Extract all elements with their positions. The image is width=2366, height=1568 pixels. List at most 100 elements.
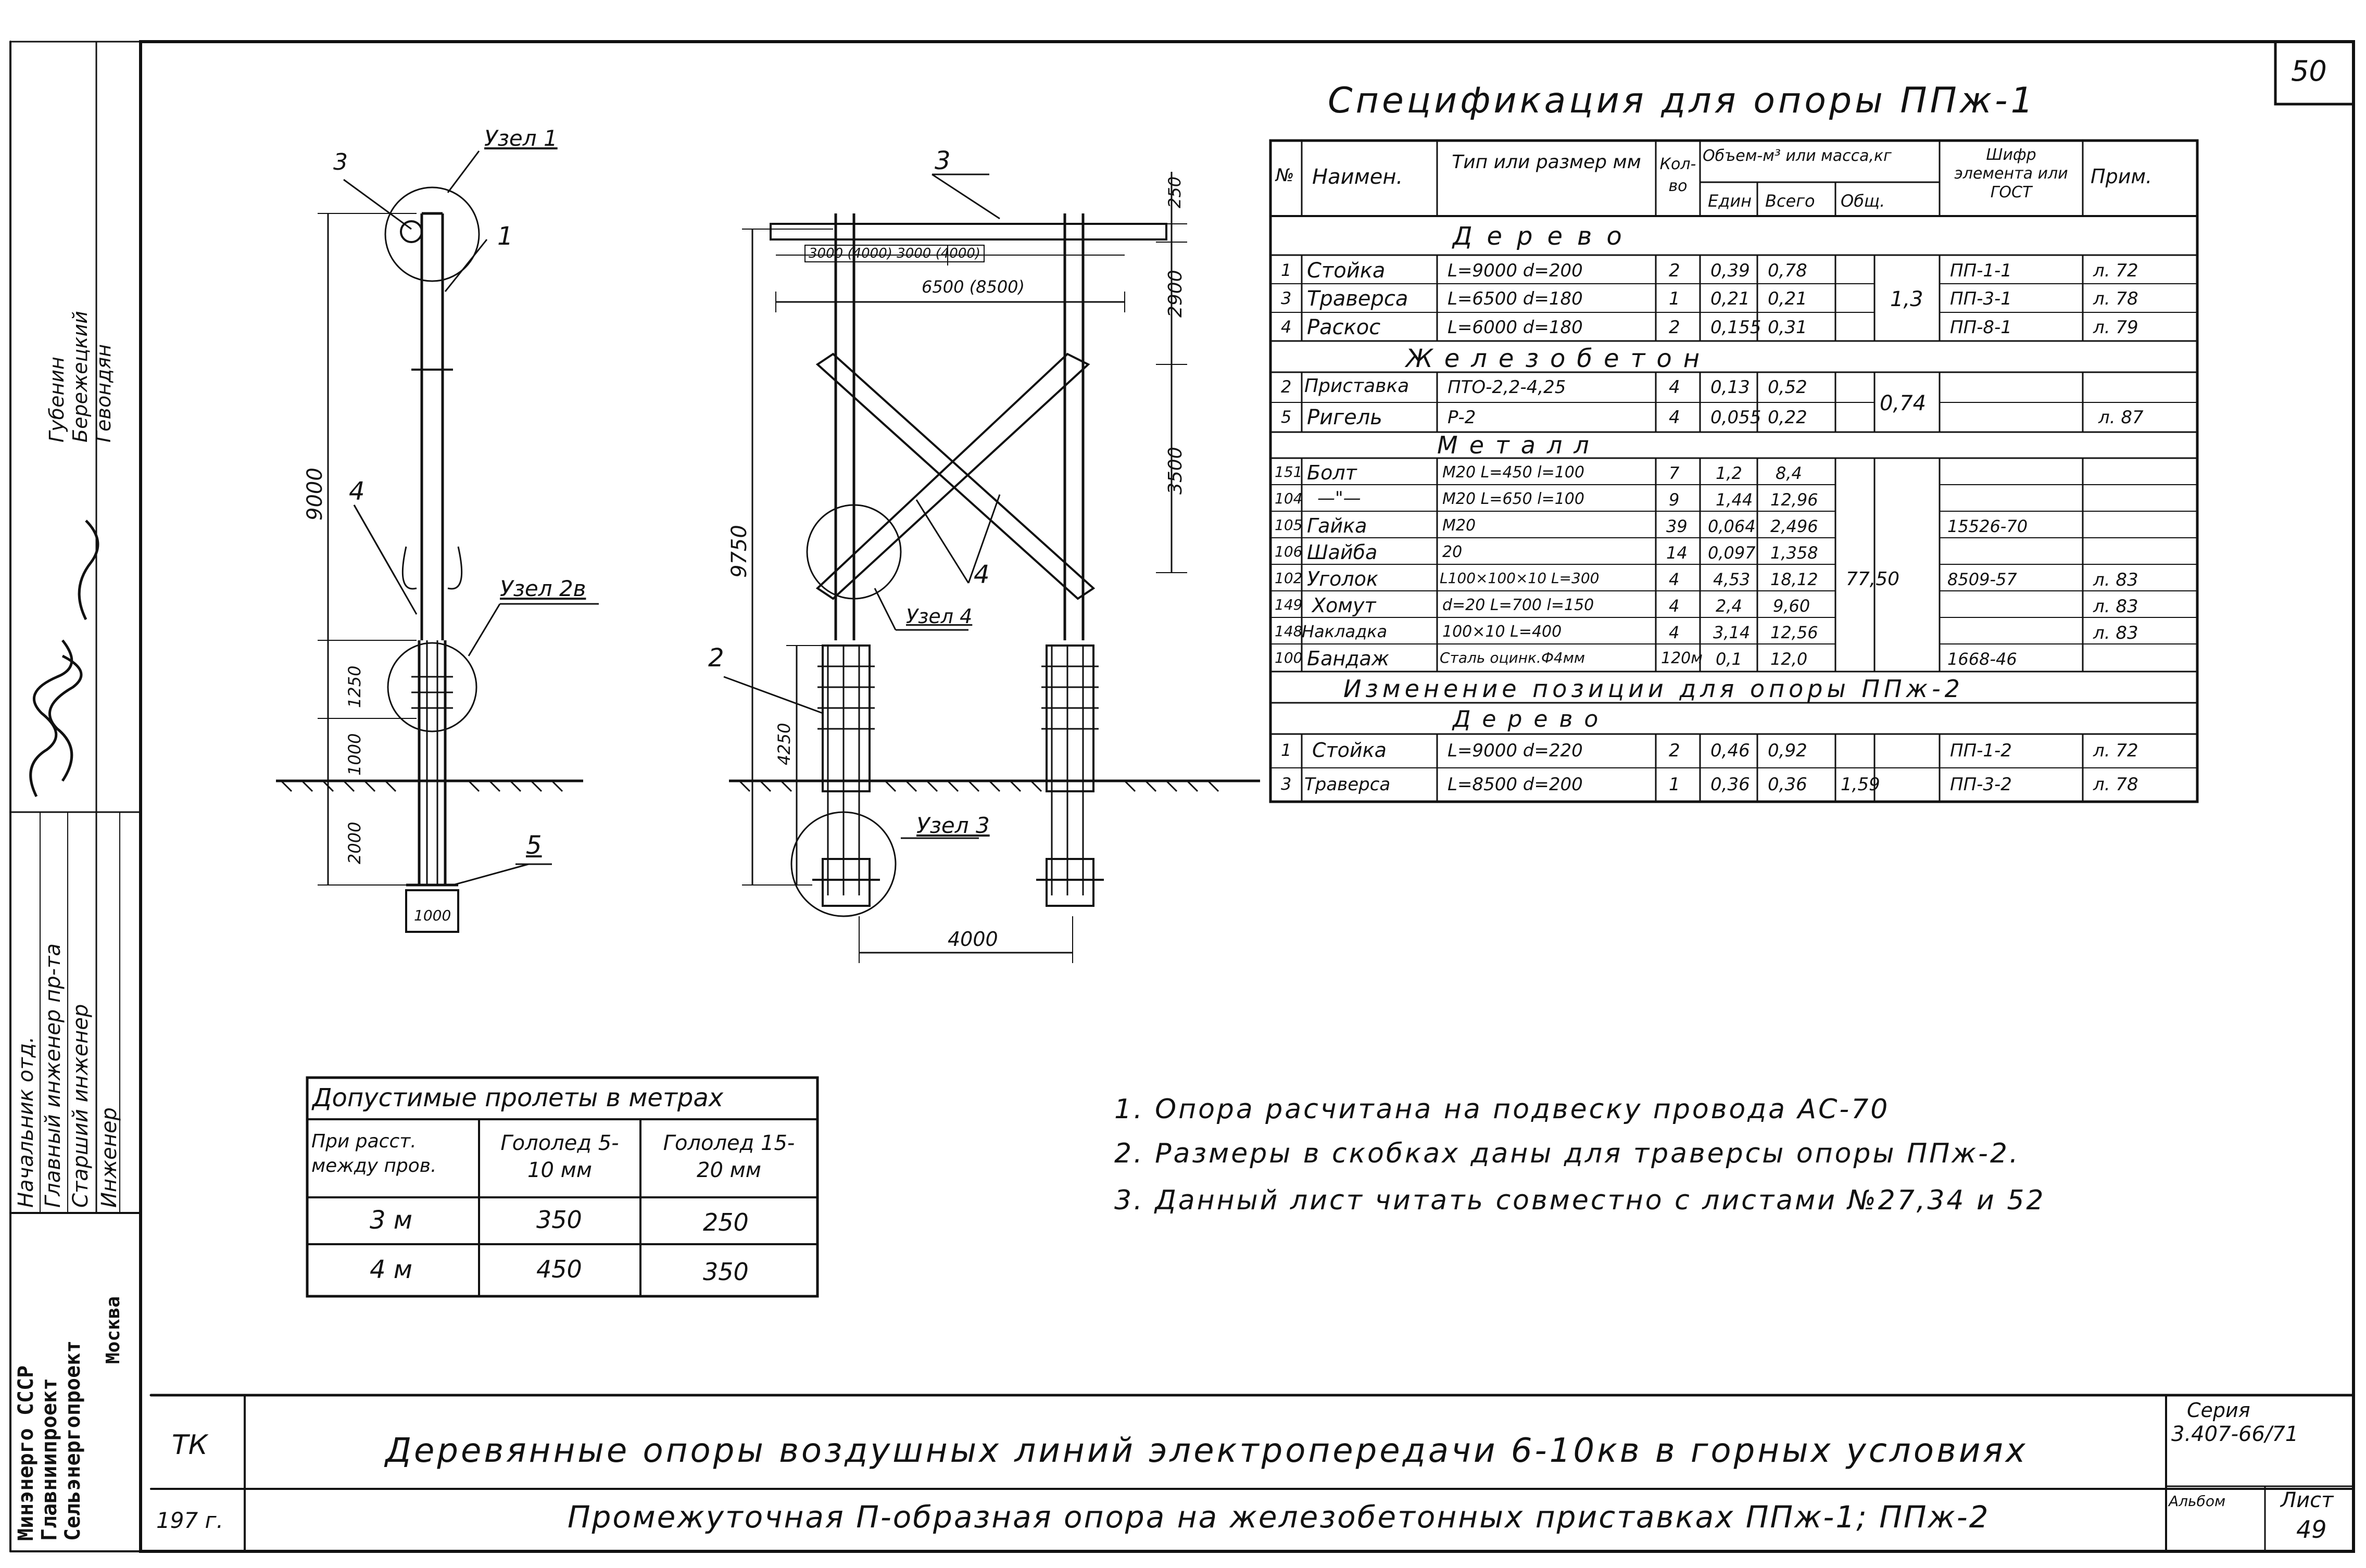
right-dim-250: 250 [1165, 176, 1185, 208]
node4-circle [806, 504, 902, 600]
cell-name: Траверса [1304, 774, 1391, 795]
cell-common: 1,59 [1841, 774, 1880, 795]
cell-qty: 39 [1666, 516, 1688, 536]
cell-no: 1 [1281, 260, 1292, 280]
cell-total: 0,36 [1768, 774, 1807, 795]
cell-total: 0,21 [1768, 288, 1807, 309]
spec-section-metal: Металл [1437, 431, 1601, 459]
spans-col3-header: Гололед 15-20 мм [663, 1131, 795, 1182]
cell-qty: 7 [1669, 463, 1680, 483]
cell-note: л. 87 [2098, 407, 2144, 428]
spans-cell: 3 м [370, 1206, 413, 1235]
stamp-year: 197 г. [156, 1508, 223, 1533]
cell-total: 0,78 [1768, 260, 1807, 281]
sheet-frame [139, 40, 2355, 1553]
cell-qty: 2 [1669, 260, 1680, 281]
cell-total: 1,358 [1770, 543, 1818, 563]
cell-qty: 4 [1669, 596, 1680, 616]
cell-unit: 1,44 [1716, 490, 1753, 510]
cell-code: ПП-1-1 [1950, 260, 2012, 281]
spec-header-qty: Кол-во [1659, 155, 1696, 195]
series-label: Серия [2187, 1399, 2250, 1422]
spec-header-common: Общ. [1841, 191, 1885, 211]
node3-circle [790, 811, 897, 917]
left-dim-1000: 1000 [345, 733, 364, 776]
cell-qty: 1 [1669, 288, 1680, 309]
signature-marks [29, 520, 99, 798]
left-dim-1250: 1250 [345, 665, 364, 708]
spans-cell: 250 [703, 1208, 749, 1236]
cell-type: 100×10 L=400 [1442, 623, 1562, 641]
cell-name: Стойка [1307, 259, 1386, 283]
spec-change-section: Дерево [1453, 706, 1610, 732]
left-dim-9000: 9000 [303, 467, 327, 521]
spans-col1-header: При расст. между пров. [311, 1131, 437, 1177]
spec-header-code: Шифр элемента или ГОСТ [1954, 146, 2068, 201]
cell-total: 12,0 [1770, 649, 1808, 669]
cell-no: 3 [1281, 774, 1292, 794]
cell-no: 151 [1275, 463, 1303, 480]
cell-unit: 0,097 [1708, 543, 1756, 563]
org-3: Сельэнергопроект [61, 1340, 85, 1541]
org-4: Москва [103, 1296, 124, 1364]
cell-no: 1 [1281, 740, 1292, 760]
cell-note: л. 78 [2093, 774, 2138, 795]
spans-cell: 350 [536, 1206, 582, 1234]
cell-unit: 0,055 [1710, 407, 1761, 428]
cell-qty: 120м [1661, 649, 1703, 667]
cell-unit: 0,39 [1710, 260, 1750, 281]
node1-circle [384, 186, 480, 282]
cell-note: л. 83 [2093, 623, 2138, 643]
album-label: Альбом [2169, 1493, 2226, 1510]
spec-common-concrete: 0,74 [1880, 391, 1927, 415]
cell-note: л. 83 [2093, 570, 2138, 590]
drawing-title-sub: Промежуточная П-образная опора на железо… [568, 1499, 1990, 1535]
right-dim-3500: 3500 [1165, 447, 1186, 495]
right-dim-4000: 4000 [948, 928, 998, 951]
cell-type: 20 [1442, 543, 1463, 561]
spec-header-name: Наимен. [1312, 165, 1403, 189]
cell-name: Шайба [1307, 541, 1378, 564]
cell-unit: 4,53 [1713, 570, 1751, 589]
cell-unit: 0,064 [1708, 516, 1756, 536]
cell-type: L=9000 d=220 [1448, 740, 1583, 761]
role-4: Инженер [97, 1107, 121, 1208]
left-pos-4: 4 [349, 477, 365, 506]
org-2: Главниипроект [37, 1377, 61, 1541]
spans-title: Допустимые пролеты в метрах [312, 1083, 724, 1112]
left-node1-label: Узел 1 [484, 125, 558, 151]
cell-no: 3 [1281, 288, 1292, 308]
cell-type: L=6500 d=180 [1448, 288, 1583, 309]
cell-qty: 9 [1669, 490, 1680, 510]
left-pos-5: 5 [526, 831, 542, 860]
cell-qty: 1 [1669, 774, 1680, 795]
spans-cell: 450 [536, 1255, 582, 1283]
cell-type: L=8500 d=200 [1448, 774, 1583, 795]
cell-name: Накладка [1302, 622, 1388, 641]
right-node3-label: Узел 3 [916, 813, 990, 838]
cell-total: 0,52 [1768, 377, 1807, 398]
cell-unit: 0,13 [1710, 377, 1750, 398]
spec-header-note: Прим. [2091, 165, 2153, 188]
right-view-drawing [723, 172, 1260, 963]
cell-no: 100 [1275, 649, 1303, 666]
cell-qty: 4 [1669, 570, 1680, 589]
cell-qty: 4 [1669, 377, 1680, 398]
role-3: Старший инженер [69, 1004, 93, 1208]
cell-name: Хомут [1312, 594, 1376, 617]
page-number-box [2274, 40, 2355, 106]
spec-common-wood: 1,3 [1890, 287, 1923, 311]
right-dim-2900: 2900 [1165, 270, 1186, 318]
right-pos-4: 4 [974, 560, 990, 589]
cell-type: L100×100×10 L=300 [1440, 570, 1600, 587]
cell-no: 148 [1275, 623, 1303, 640]
cell-unit: 1,2 [1716, 463, 1742, 483]
cell-name: Бандаж [1307, 647, 1389, 670]
cell-qty: 2 [1669, 317, 1680, 338]
cell-unit: 0,36 [1710, 774, 1750, 795]
spec-title: Спецификация для опоры ППж-1 [1328, 80, 2036, 121]
spec-header-no: № [1276, 165, 1294, 186]
cell-type: L=6000 d=180 [1448, 317, 1583, 338]
node2b-circle [387, 642, 477, 732]
spec-table-grid [1269, 139, 2199, 803]
